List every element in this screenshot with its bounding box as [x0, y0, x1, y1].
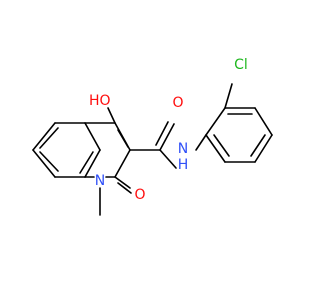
- ring-carbonyl-oxygen-label: O: [134, 187, 145, 203]
- bond: [32, 149, 56, 178]
- bond: [107, 107, 116, 124]
- bond: [84, 149, 101, 178]
- atom-labels: HO O N H N O Cl: [89, 57, 248, 203]
- bonds: [32, 83, 273, 216]
- bond: [114, 176, 131, 189]
- bond: [205, 134, 226, 163]
- amide-hydrogen-label: H: [178, 157, 189, 173]
- hydroxyl-label: HO: [89, 93, 111, 109]
- bond: [159, 123, 175, 151]
- bond: [32, 122, 56, 151]
- amide-nitrogen-label: N: [178, 141, 188, 157]
- bond: [254, 134, 273, 163]
- bond: [254, 107, 273, 136]
- bond: [114, 149, 131, 178]
- molecule-canvas: HO O N H N O Cl: [32, 57, 273, 216]
- bond: [39, 151, 59, 172]
- ring-nitrogen-label: N: [95, 173, 105, 189]
- bond: [84, 122, 101, 151]
- bond: [213, 134, 230, 157]
- bond: [117, 182, 132, 194]
- structure-diagram: HO O N H N O Cl: [32, 57, 273, 216]
- bond: [205, 107, 226, 136]
- bond: [79, 151, 94, 174]
- amide-oxygen-label: O: [172, 95, 183, 111]
- bond: [155, 121, 169, 146]
- bond: [224, 83, 233, 109]
- bond: [195, 134, 207, 151]
- bond: [117, 129, 129, 148]
- bond: [250, 134, 266, 157]
- chlorine-label: Cl: [234, 57, 248, 73]
- bond: [159, 149, 177, 169]
- bond: [39, 127, 59, 149]
